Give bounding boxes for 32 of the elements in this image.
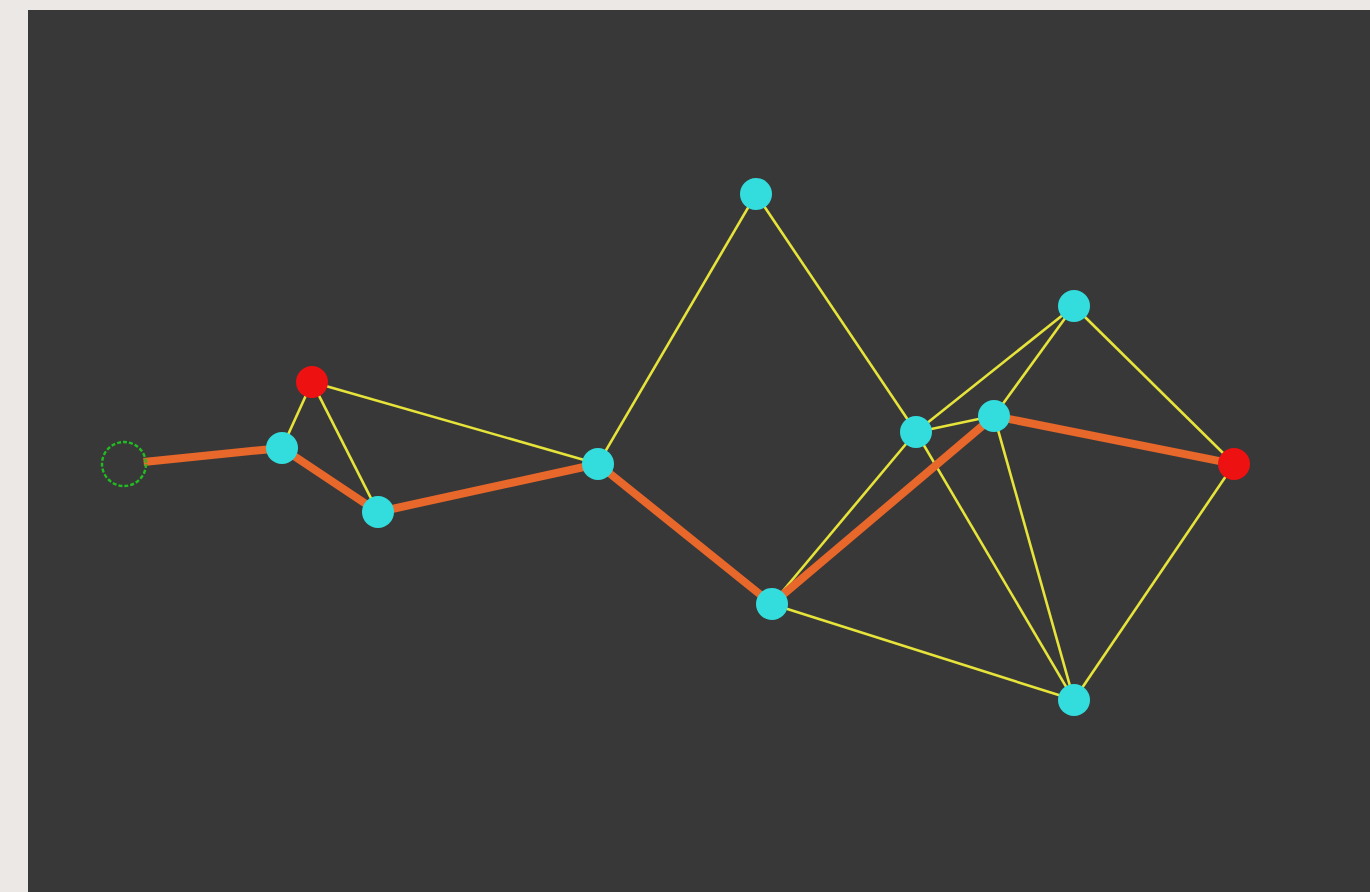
start-marker [100, 440, 148, 488]
graph-edge [922, 443, 1068, 689]
graph-edge [1080, 475, 1228, 689]
waypoint-dot [740, 178, 772, 210]
waypoint-dot [756, 588, 788, 620]
graph-edge [996, 429, 1072, 687]
graph-edge [929, 417, 981, 431]
graph-edge [762, 205, 910, 421]
graph-edge [604, 205, 750, 453]
graph-edge [1001, 316, 1067, 406]
waypoint-dot [1058, 684, 1090, 716]
waypoint-dot [900, 416, 932, 448]
waypoint-dot [582, 448, 614, 480]
path-segment [143, 445, 268, 466]
path-segment [780, 422, 986, 598]
waypoint-dot [266, 432, 298, 464]
path-segment [291, 452, 369, 508]
path-segment [391, 463, 585, 513]
goal-point [1218, 448, 1250, 480]
waypoint-dot [978, 400, 1010, 432]
graph-edge [325, 384, 585, 462]
path-segment [1007, 414, 1221, 466]
path-segment [606, 469, 764, 599]
waypoint-dot [1058, 290, 1090, 322]
waypoint-dot [362, 496, 394, 528]
graph-edge [317, 394, 373, 500]
graph-edge [780, 442, 908, 594]
graph-edge [926, 314, 1064, 424]
goal-point [296, 366, 328, 398]
graph-edge [785, 607, 1061, 697]
graph-edge [286, 394, 308, 436]
graph-edge [1083, 315, 1225, 455]
